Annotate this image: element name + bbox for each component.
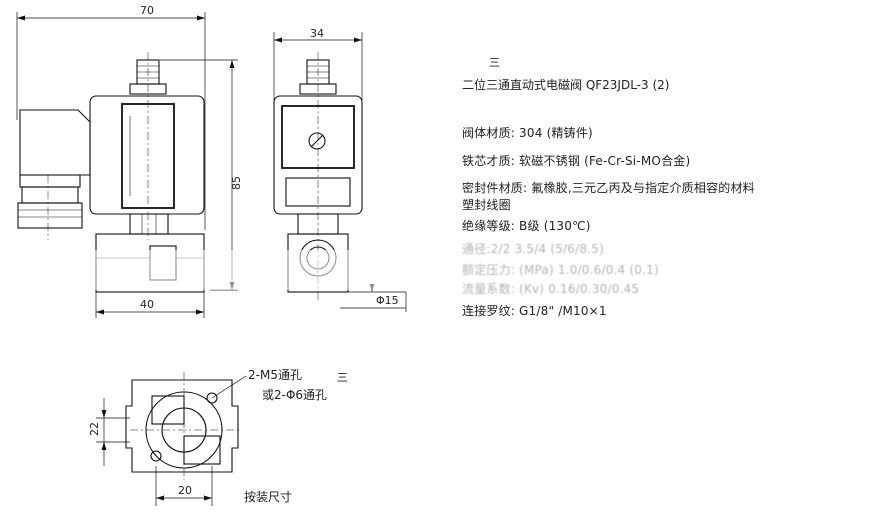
spec-line-coil: 塑封线圈 (462, 198, 511, 212)
spec-title: 二位三通直动式电磁阀 QF23JDL-3 (2) (462, 78, 670, 92)
spec-line-pressure: 额定压力: (MPa) 1.0/0.6/0.4 (0.1) (462, 263, 659, 277)
spec-line-insulation: 绝缘等级: B级 (130℃) (462, 219, 591, 233)
spec-line-flow: 流量系数: (Kv) 0.16/0.30/0.45 (462, 282, 640, 296)
mount-hole-lower (150, 450, 162, 462)
mount-caption: 按装尺寸 (244, 490, 293, 504)
mount-hole-note-1: 2-M5通孔 (248, 368, 302, 382)
dim-70-label: 70 (140, 4, 154, 17)
dim-phi15-label: Φ15 (376, 294, 399, 307)
mount-view (96, 372, 247, 506)
spec-title-mark: 三 (489, 56, 500, 69)
dim-20-label: 20 (178, 484, 192, 497)
dim-40-label: 40 (140, 298, 154, 311)
dim-22-label: 22 (88, 422, 101, 436)
dim-34-label: 34 (310, 27, 324, 40)
mount-hole-upper (206, 392, 218, 404)
spec-line-core-material: 铁芯才质: 软磁不锈钢 (Fe-Cr-Si-MO合金) (462, 154, 691, 168)
dim-85-label: 85 (230, 176, 243, 190)
mount-mark: 三 (337, 371, 348, 384)
spec-line-seal-material: 密封件材质: 氟橡胶,三元乙丙及与指定介质相容的材料 (462, 181, 755, 195)
watermark-band (80, 250, 650, 290)
spec-line-body-material: 阀体材质: 304 (精铸件) (462, 126, 593, 140)
spec-line-bore: 通径:2/2 3.5/4 (5/6/8.5) (462, 242, 604, 256)
mount-hole-note-2: 或2-Φ6通孔 (262, 388, 328, 402)
spec-line-thread: 连接罗纹: G1/8" /M10×1 (462, 304, 607, 318)
